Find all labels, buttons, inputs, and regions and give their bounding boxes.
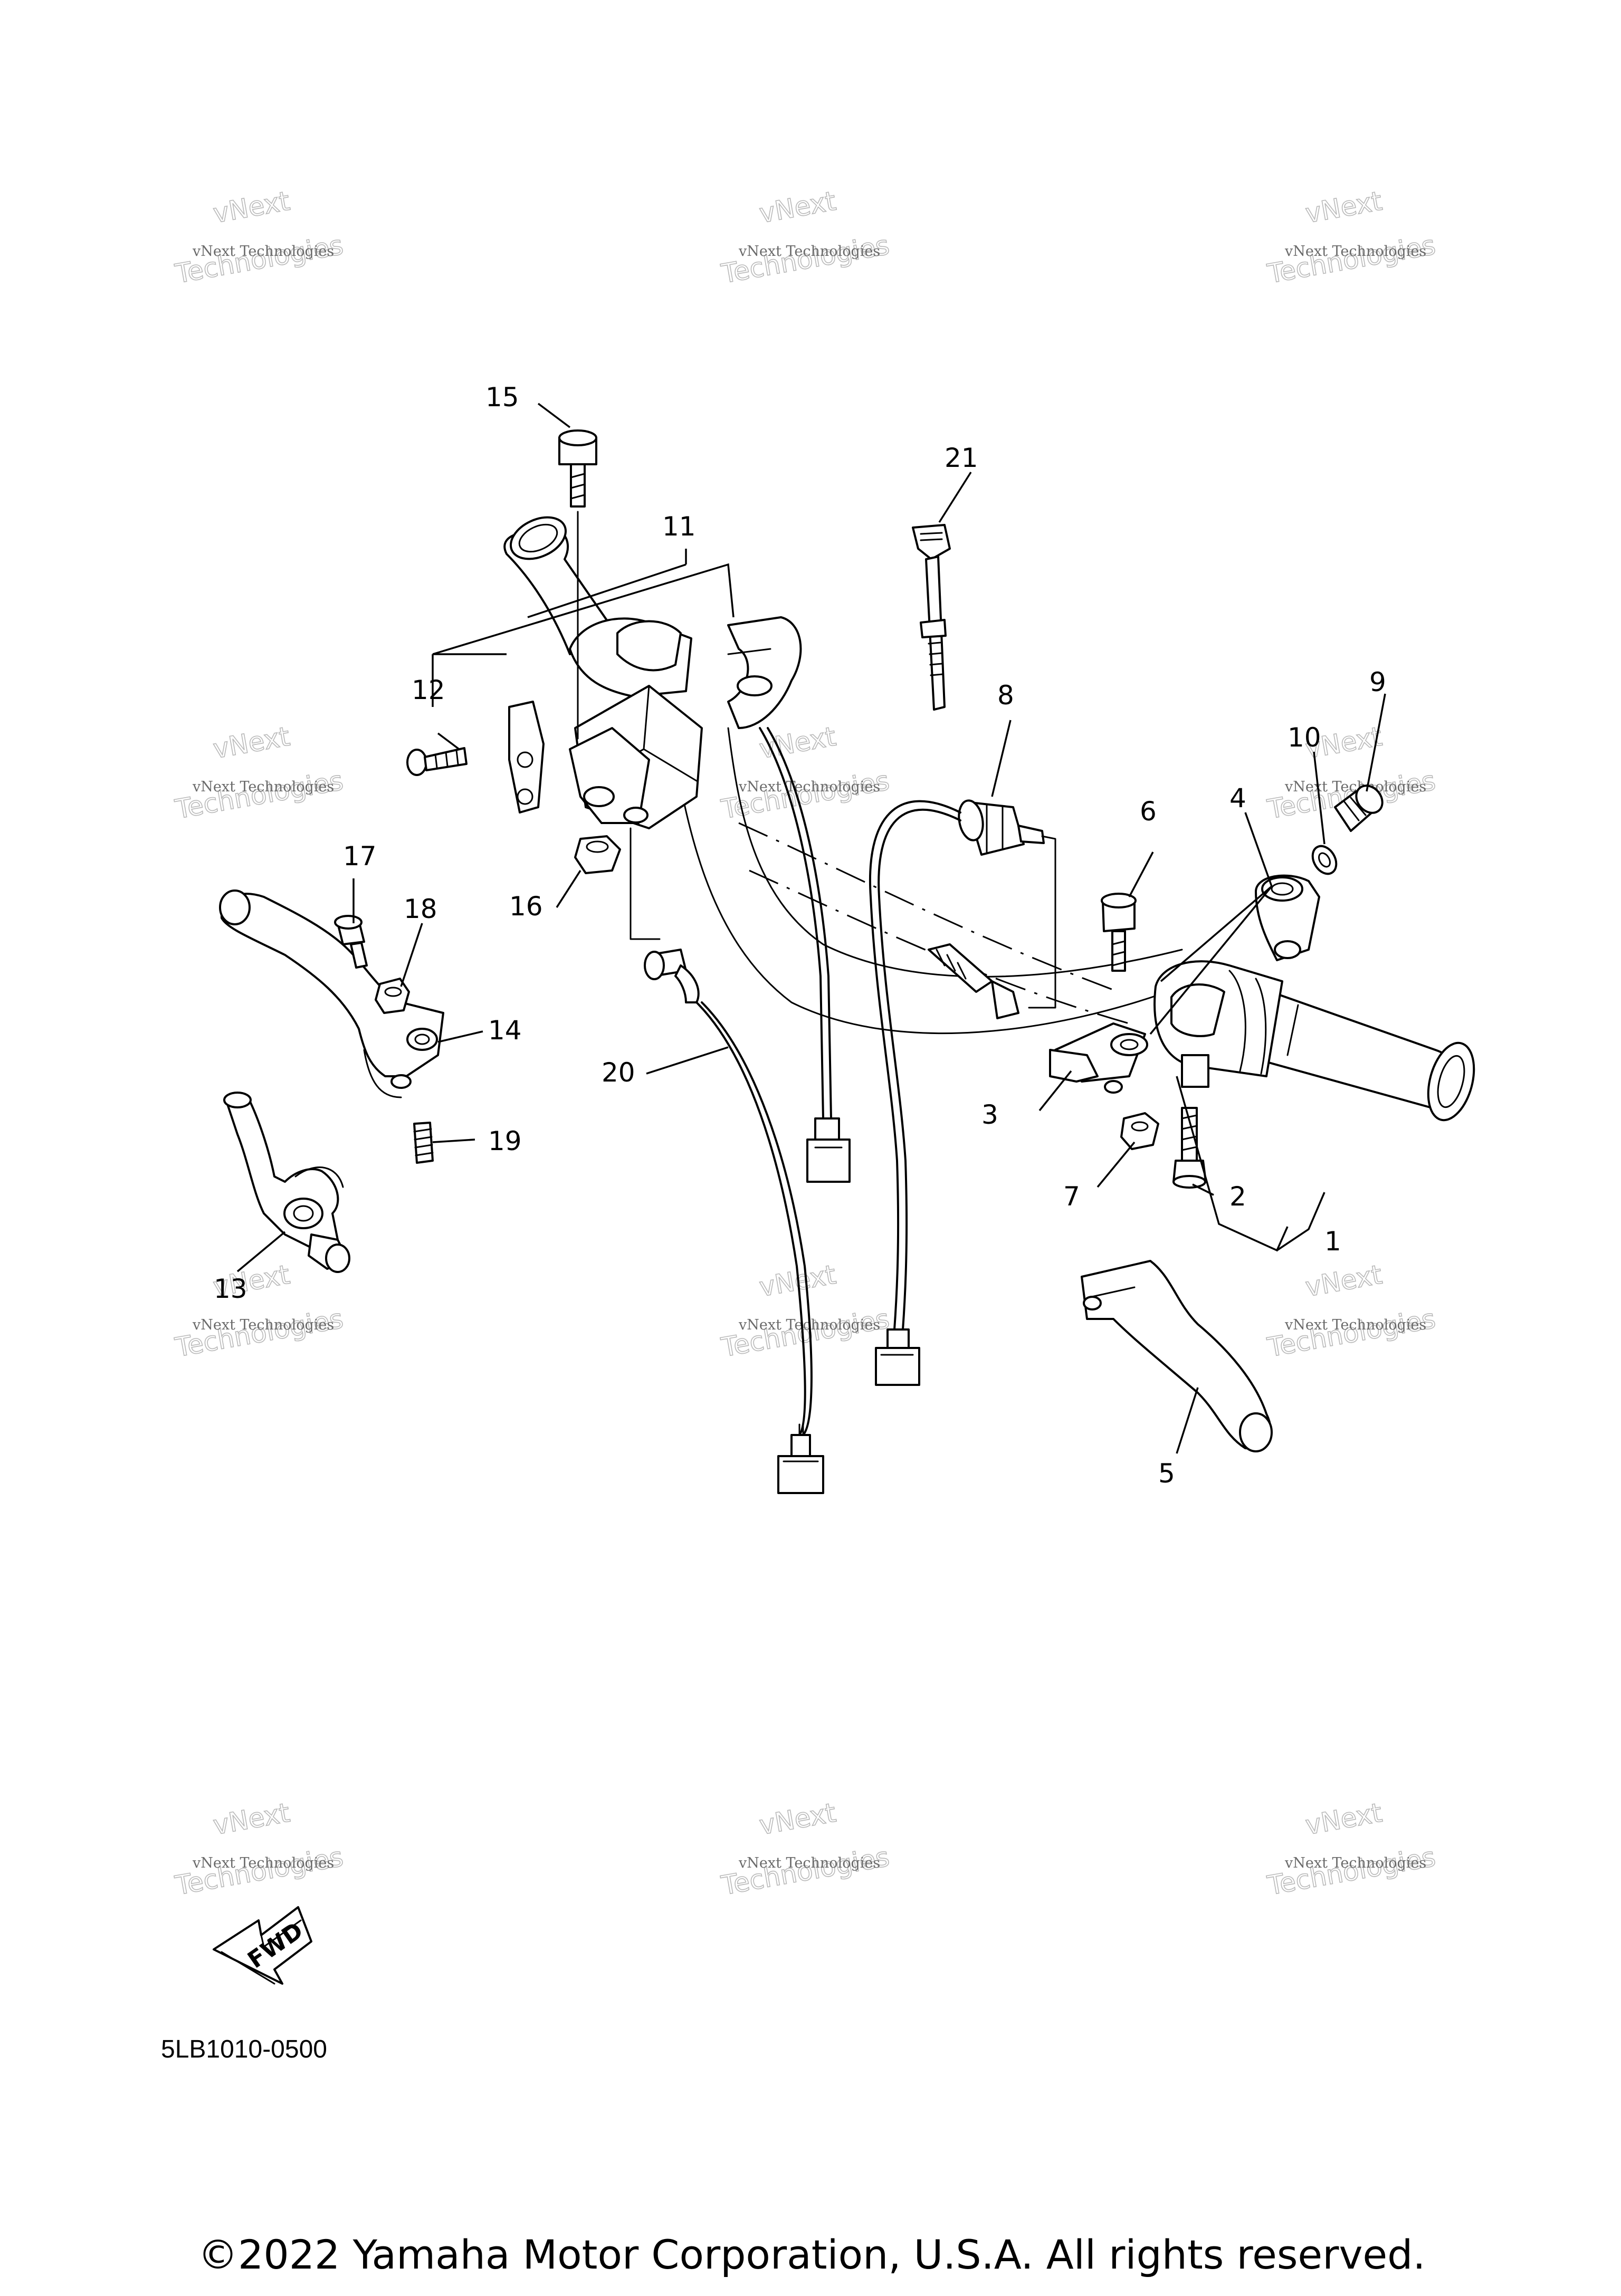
part-16-nut	[574, 835, 621, 874]
part-8-brake-switch	[869, 799, 1056, 1386]
svg-text:vNext Technologies: vNext Technologies	[738, 779, 880, 795]
watermark: vNext Technologies vNext Technologies	[173, 1259, 346, 1363]
handlebar	[503, 516, 1475, 1122]
part-21-cable-tie	[912, 524, 951, 711]
callout-1: 1	[1324, 1226, 1341, 1257]
svg-text:vNext Technologies: vNext Technologies	[738, 1855, 880, 1871]
part-3-bracket	[1049, 1049, 1123, 1094]
svg-text:vNext Technologies: vNext Technologies	[192, 779, 334, 795]
watermark: vNext Technologies vNext Technologies	[719, 721, 892, 825]
part-13-lever-holder	[223, 1092, 350, 1273]
svg-text:vNext Technologies: vNext Technologies	[192, 243, 334, 260]
callout-9: 9	[1369, 667, 1386, 697]
part-4-lever-holder	[1255, 874, 1320, 961]
watermark: vNext Technologies vNext Technologies	[1265, 1797, 1438, 1901]
watermark: vNext Technologies vNext Technologies	[1265, 1259, 1438, 1363]
part-5-brake-lever	[1081, 1260, 1273, 1452]
svg-text:vNext: vNext	[211, 721, 292, 764]
part-18-nut	[375, 978, 410, 1014]
callout-19: 19	[488, 1126, 522, 1156]
callout-11: 11	[662, 511, 696, 542]
fwd-arrow: FWD	[213, 1906, 312, 1985]
callout-21: 21	[945, 443, 978, 473]
callout-2: 2	[1229, 1181, 1246, 1212]
part-6-bolt	[1101, 893, 1137, 972]
part-14-clutch-lever	[219, 889, 444, 1098]
part-9-screw	[1334, 785, 1384, 832]
watermark: vNext Technologies vNext Technologies	[173, 185, 346, 290]
svg-text:vNext: vNext	[1303, 1797, 1385, 1841]
part-7-nut	[1120, 1112, 1159, 1150]
callout-7: 7	[1063, 1181, 1080, 1212]
callout-13: 13	[214, 1274, 247, 1304]
watermark: vNext Technologies vNext Technologies	[719, 185, 892, 290]
callout-16: 16	[509, 891, 543, 922]
left-switch-harness	[759, 727, 851, 1183]
svg-text:vNext Technologies: vNext Technologies	[1284, 1317, 1426, 1333]
watermark: vNext Technologies vNext Technologies	[719, 1797, 892, 1901]
callout-3: 3	[981, 1099, 998, 1130]
part-12-clamp-and-screw	[406, 701, 545, 814]
copyright-notice: ©2022 Yamaha Motor Corporation, U.S.A. A…	[198, 2231, 1426, 2278]
part-20-switch-cable	[630, 827, 824, 1494]
svg-text:vNext: vNext	[1303, 1259, 1385, 1303]
svg-text:vNext Technologies: vNext Technologies	[192, 1855, 334, 1871]
watermark: vNext Technologies vNext Technologies	[173, 721, 346, 825]
svg-text:vNext: vNext	[757, 721, 838, 764]
part-11-switch-assembly	[569, 616, 802, 829]
callout-12: 12	[412, 675, 445, 705]
callout-20: 20	[602, 1057, 635, 1088]
leader-lines	[236, 403, 1386, 1454]
callout-18: 18	[404, 894, 437, 924]
svg-text:vNext Technologies: vNext Technologies	[192, 1317, 334, 1333]
svg-text:vNext Technologies: vNext Technologies	[1284, 1855, 1426, 1871]
callout-15: 15	[485, 382, 519, 413]
svg-text:vNext: vNext	[1303, 186, 1385, 229]
svg-text:vNext: vNext	[211, 186, 292, 229]
svg-text:vNext: vNext	[757, 1797, 838, 1841]
watermark: vNext Technologies vNext Technologies	[173, 1797, 346, 1901]
cable-adjuster	[928, 943, 1019, 1019]
part-17-bolt	[334, 915, 368, 969]
part-19-adjuster	[413, 1122, 434, 1164]
callout-6: 6	[1140, 796, 1157, 827]
callout-4: 4	[1229, 783, 1246, 814]
watermark: vNext Technologies vNext Technologies	[1265, 185, 1438, 290]
svg-text:vNext: vNext	[757, 186, 838, 229]
callout-8: 8	[997, 680, 1014, 711]
callout-5: 5	[1158, 1458, 1175, 1489]
svg-text:vNext: vNext	[211, 1797, 292, 1841]
svg-text:vNext Technologies: vNext Technologies	[738, 243, 880, 260]
callout-10: 10	[1288, 722, 1321, 753]
part-10-washer	[1311, 845, 1338, 875]
part-2-screw	[1172, 1107, 1207, 1189]
callout-17: 17	[343, 841, 377, 872]
svg-text:vNext Technologies: vNext Technologies	[1284, 243, 1426, 260]
callout-14: 14	[488, 1015, 522, 1046]
callout-labels: 1 2 3 4 5 6 7 8 9 10 11 12 13 14 15 16 1…	[214, 382, 1386, 1489]
diagram-code: 5LB1010-0500	[161, 2035, 327, 2063]
part-15-bolt	[558, 429, 597, 740]
